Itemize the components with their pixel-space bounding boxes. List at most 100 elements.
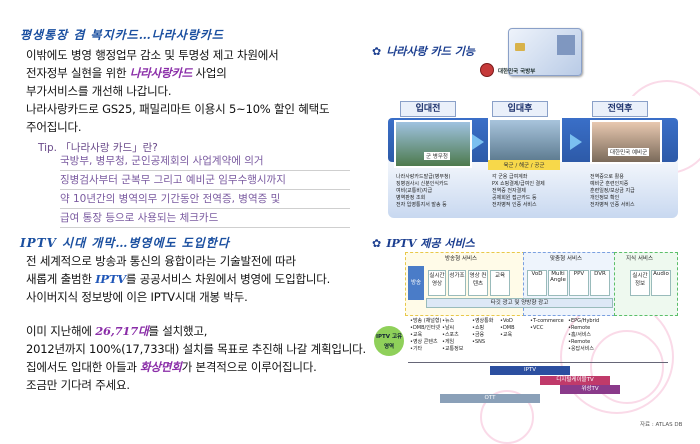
service-box: 교육 [490, 270, 510, 296]
page: 평생통장 겸 복지카드…나라사랑카드 이밖에도 병영 행정업무 감소 및 투명성… [20, 28, 700, 444]
service-column: •EPG/Hybrid •Remote •홈/서비스 •Remote •응답서비… [568, 318, 599, 353]
list-item: •VoD [500, 318, 513, 324]
flower-icon: ✿ [372, 237, 382, 250]
service-box: Audio [651, 270, 671, 296]
card-label: 대한민국 국방부 [498, 69, 536, 75]
section1-body: 이밖에도 병영 행정업무 감소 및 투명성 제고 차원에서 전자정부 실현을 위… [26, 46, 356, 136]
list-item: •금융 [472, 332, 485, 338]
arrow-right-icon [570, 134, 582, 150]
list-item: •날씨 [442, 325, 455, 331]
list-item: •교육 [410, 332, 423, 338]
group-label: 방송형 서비스 [445, 256, 478, 262]
list-item: 공제회원 접근카드 등 [492, 195, 537, 201]
iptv-section-header: ✿ IPTV 제공 서비스 [372, 232, 475, 251]
highlight-text: IPTV [95, 272, 126, 286]
list-item: •DMB/인터넷 [410, 325, 441, 331]
list-item: •SNS [472, 339, 486, 345]
list-item: •영상통화 [472, 318, 494, 324]
body-line: 부가서비스를 개선해 나갑니다. [26, 84, 172, 98]
card-section-title: 나라사랑 카드 기능 [386, 45, 475, 58]
list-item: •VCC [530, 325, 544, 331]
service-box: Multi Angle [548, 270, 568, 296]
decor-swirl [590, 330, 664, 404]
service-box: 실시간 영상 [428, 270, 446, 296]
stage-feature-list: 각 군용 급여계좌 PX 쇼핑결제/급여인 결제 전역증 전자결제 공제회원 접… [492, 174, 584, 209]
list-item: •교통정보 [442, 346, 464, 352]
stage-photo [488, 118, 562, 162]
list-item: •Remote [568, 339, 591, 345]
stage-label: 입대후 [492, 101, 548, 117]
body-line: 조금만 기다려 주세요. [26, 378, 130, 392]
list-item: 전역증으로 활용 [590, 174, 624, 180]
platform-bar: 디지털케이블TV [540, 376, 610, 385]
list-item: •교육 [500, 332, 513, 338]
card-section-header: ✿ 나라사랑 카드 기능 [372, 40, 475, 59]
service-box: DVR [590, 270, 610, 296]
highlight-text: 화상면회 [140, 360, 182, 374]
group-label: 지식 서비스 [626, 256, 654, 262]
body-line: 나라사랑카드로 GS25, 패밀리마트 이용시 5~10% 할인 혜택도 [26, 102, 330, 116]
body-line: 이미 지난해에 26,717대를 설치했고, [26, 324, 208, 338]
stage-photo: 대한민국 예비군 [590, 120, 662, 164]
list-item: PX 쇼핑결제/급여인 결제 [492, 181, 545, 187]
highlight-text: 26,717대 [95, 324, 149, 338]
stage-feature-list: 전역증으로 활용 예비군 훈련인지증 훈련일정/보상금 지급 개인정보 확인 전… [590, 174, 676, 209]
list-item: 전자병적 인증 서비스 [492, 202, 537, 208]
platform-bar: 위성TV [560, 385, 620, 394]
tip-line: 국방부, 병무청, 군인공제회의 사업계약에 의거 [60, 155, 264, 167]
tip-line: 급여 통장 등으로 사용되는 체크카드 [60, 212, 219, 224]
list-item: 나라사랑카드발급(병무청) [396, 174, 451, 180]
list-item: 병역판정 조회 [396, 195, 426, 201]
list-item: •게임 [442, 339, 455, 345]
stage-label: 입대전 [400, 101, 456, 117]
list-item: 각 군용 급여계좌 [492, 174, 528, 180]
service-box: 영상 컨텐츠 [468, 270, 488, 296]
list-item: 예비군 훈련인지증 [590, 181, 629, 187]
source-note: 자료 : ATLAS DB [640, 422, 683, 428]
list-item: •스포츠 [442, 332, 459, 338]
list-item: •방송 (채널형) [410, 318, 442, 324]
highlight-text: 나라사랑카드 [129, 66, 193, 80]
list-item: 전자병적 인증 서비스 [590, 202, 635, 208]
section2-title: IPTV 시대 개막…병영에도 도입한다 [20, 236, 230, 250]
list-item: 전역증 전자결제 [492, 188, 526, 194]
section2-body: 전 세계적으로 방송과 통신의 융합이라는 기술발전에 따라 새롭게 출범한 I… [26, 252, 371, 394]
list-item: •뉴스 [442, 318, 455, 324]
tip-line: 약 10년간의 병역의무 기간동안 전역증, 병역증 및 [60, 193, 281, 205]
stage-photo: 군 병무청 [394, 120, 472, 168]
card-image [508, 28, 582, 76]
service-box: PPV [569, 270, 589, 296]
service-column: •VoD •DMB •교육 [500, 318, 515, 339]
group-label: 맞춤형 서비스 [550, 256, 583, 262]
service-column: •방송 (채널형) •DMB/인터넷 •교육 •영상 콘텐츠 •기타 [410, 318, 441, 353]
list-item: •영상 콘텐츠 [410, 339, 438, 345]
stage-feature-list: 나라사랑카드발급(병무청) 징병검사시 신분인식카드 여비(교통비)지급 병역판… [396, 174, 488, 209]
list-item: •응답서비스 [568, 346, 594, 352]
list-item: 징병검사시 신분인식카드 [396, 181, 449, 187]
tip-box: 국방부, 병무청, 군인공제회의 사업계약에 의거 징병검사부터 군복무 그리고… [60, 152, 350, 228]
service-box: VoD [527, 270, 547, 296]
arrow-right-icon [472, 134, 484, 150]
service-column: •영상통화 •쇼핑 •금융 •SNS [472, 318, 493, 346]
stage-caption: 육군 / 해군 / 공군 [488, 160, 560, 170]
service-column: •뉴스 •날씨 •스포츠 •게임 •교통정보 [442, 318, 463, 353]
common-ad-bar: 타깃 광고 및 양방향 광고 [426, 298, 613, 308]
body-line: 사이버지식 정보방에 이은 IPTV시대 개봉 박두. [26, 290, 248, 304]
card-chip [515, 43, 525, 51]
service-box: 방송 [408, 266, 424, 300]
list-item: 전자 입영통지서 발송 등 [396, 202, 447, 208]
tip-heading: Tip. 「나라사랑 카드」란? [38, 142, 158, 154]
stage-caption: 군 병무청 [424, 152, 450, 160]
list-item: 여비(교통비)지급 [396, 188, 433, 194]
body-line: 집에서도 입대한 아들과 화상면회가 본격적으로 이루어집니다. [26, 360, 317, 374]
emblem-icon [480, 63, 494, 77]
body-line: 이밖에도 병영 행정업무 감소 및 투명성 제고 차원에서 [26, 48, 279, 62]
body-line: 전자정부 실현을 위한 나라사랑카드 사업의 [26, 66, 227, 80]
body-line: 전 세계적으로 방송과 통신의 융합이라는 기술발전에 따라 [26, 254, 296, 268]
list-item: •홈/서비스 [568, 332, 592, 338]
iptv-section-title: IPTV 제공 서비스 [386, 237, 475, 250]
service-box: 성가조 [448, 270, 466, 296]
list-item: 개인정보 확인 [590, 195, 620, 201]
list-item: •기타 [410, 346, 423, 352]
list-item: 훈련일정/보상금 지급 [590, 188, 635, 194]
